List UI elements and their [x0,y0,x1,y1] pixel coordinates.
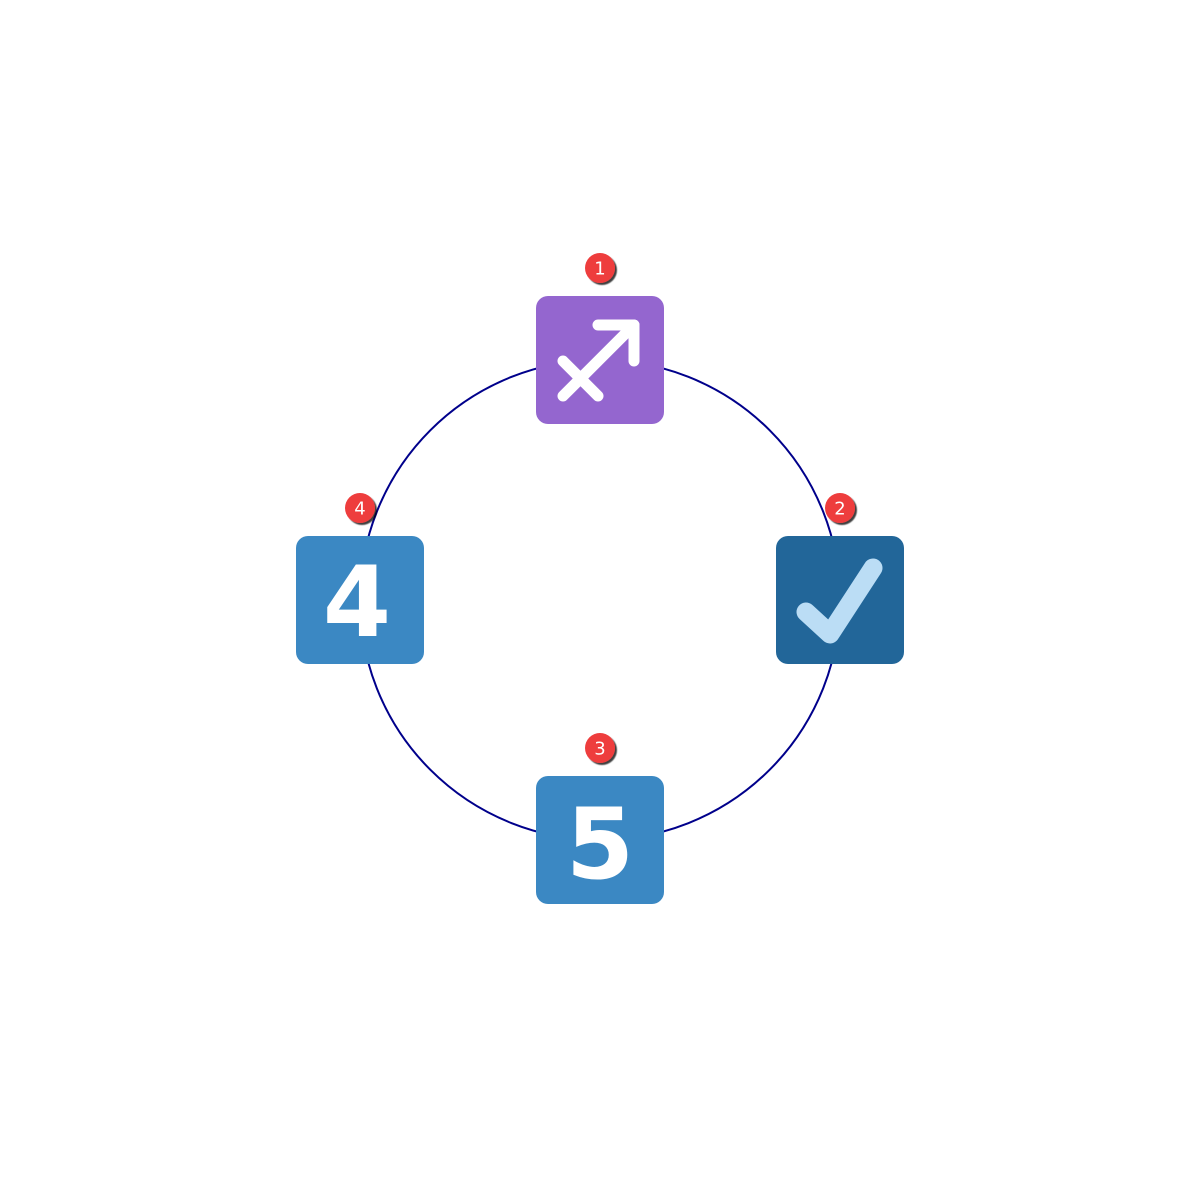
order-badge-number: 4 [354,499,365,520]
check-mark-icon [796,558,883,644]
cycle-ring [359,359,841,841]
order-badge-circle [825,493,855,523]
node-tile-4 [296,536,424,664]
order-badge-4: 4 [345,493,375,523]
node-tile-3 [536,776,664,904]
keycap-digit-four-icon: 4 [323,546,391,660]
keycap-digit-five-icon: 5 [566,788,634,902]
cycle-node-2 [776,536,904,664]
cycle-node-3: 5 [536,776,664,904]
order-badge-2: 2 [825,493,855,523]
order-badge-circle [585,733,615,763]
cycle-node-4: 4 [296,536,424,664]
order-badge-number: 2 [834,499,845,520]
order-badge-circle [585,253,615,283]
order-badge-1: 1 [585,253,615,283]
node-tile-2 [776,536,904,664]
order-badge-3: 3 [585,733,615,763]
order-badge-circle [345,493,375,523]
order-badge-number: 3 [594,739,605,760]
cycle-node-1 [536,296,664,424]
order-badge-number: 1 [594,259,605,280]
sagittarius-icon [557,319,640,402]
